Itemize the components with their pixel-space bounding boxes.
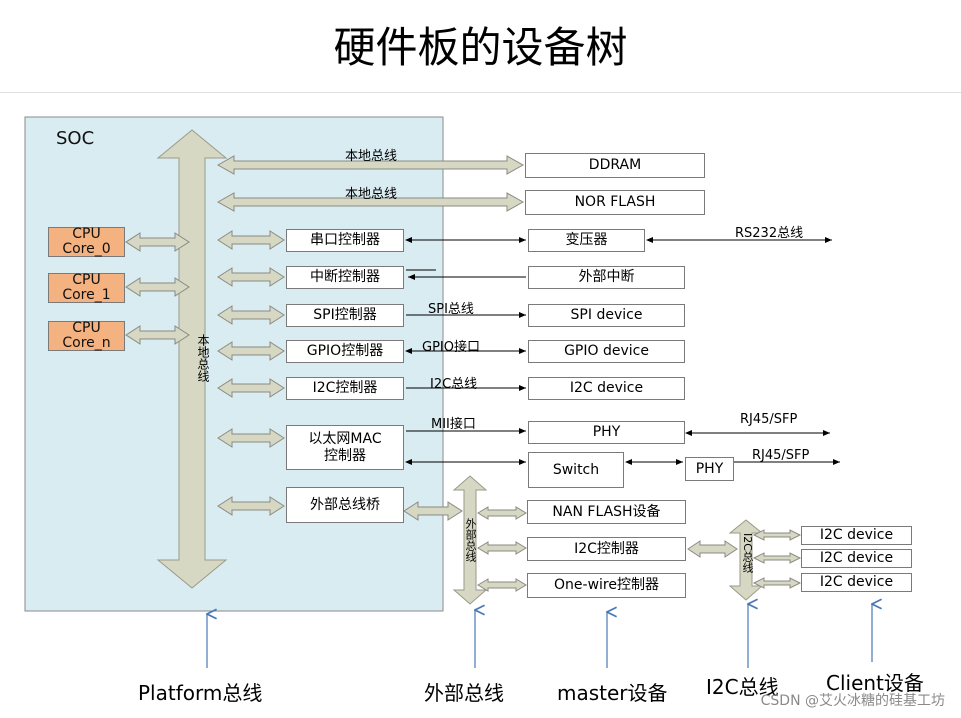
core0-link-arrow bbox=[125, 232, 190, 252]
onewire-controller-box: One-wire控制器 bbox=[527, 573, 686, 598]
client-i2c-device-1: I2C device bbox=[801, 526, 912, 545]
uart-controller: 串口控制器 bbox=[286, 229, 404, 252]
soc-label: SOC bbox=[56, 128, 95, 149]
spi-controller: SPI控制器 bbox=[286, 304, 404, 327]
ddram-bus-arrow bbox=[216, 155, 525, 175]
nan-flash-box: NAN FLASH设备 bbox=[527, 500, 686, 524]
ethernet-mac-controller: 以太网MAC 控制器 bbox=[286, 425, 404, 470]
core1-link-arrow bbox=[125, 277, 190, 297]
external-bus-bridge: 外部总线桥 bbox=[286, 487, 404, 523]
i2c-ctrl-bus-arrow bbox=[687, 540, 738, 558]
interrupt-controller: 中断控制器 bbox=[286, 266, 404, 289]
platform-bus-label: 本地总线 bbox=[196, 334, 210, 382]
client-i2c-device-3: I2C device bbox=[801, 573, 912, 592]
gpio-link-arrow bbox=[217, 341, 285, 361]
i2c-bus-vertical-label: I2C总线 bbox=[741, 533, 754, 573]
gpio-device-box: GPIO device bbox=[528, 340, 685, 363]
ddram-box: DDRAM bbox=[525, 153, 705, 178]
spi-bus-label: SPI总线 bbox=[428, 302, 474, 317]
title-divider bbox=[0, 92, 961, 93]
nor-flash-box: NOR FLASH bbox=[525, 190, 705, 215]
cpu-core-1: CPU Core_1 bbox=[48, 273, 125, 303]
local-bus-label-2: 本地总线 bbox=[345, 187, 398, 202]
transformer-box: 变压器 bbox=[528, 229, 645, 252]
spi-link-arrow bbox=[217, 305, 285, 325]
client2-link-arrow bbox=[752, 552, 802, 564]
gpio-port-label: GPIO接口 bbox=[422, 340, 480, 355]
external-bus-arrow bbox=[452, 475, 488, 605]
cpu-core-n: CPU Core_n bbox=[48, 321, 125, 351]
client-device-caption: Client设备 bbox=[826, 671, 924, 695]
i2c-bus-label: I2C总线 bbox=[430, 377, 478, 392]
phy-box: PHY bbox=[528, 421, 685, 444]
external-bus-vertical-label: 外部总线 bbox=[464, 518, 477, 562]
platform-bus-caption: Platform总线 bbox=[138, 681, 263, 705]
watermark: CSDN @艾火冰糖的硅基工坊 bbox=[760, 693, 945, 709]
platform-bus-arrow bbox=[156, 129, 228, 589]
rs232-label: RS232总线 bbox=[735, 226, 804, 241]
client-i2c-device-2: I2C device bbox=[801, 549, 912, 568]
cpu-core-0: CPU Core_0 bbox=[48, 227, 125, 257]
coren-link-arrow bbox=[125, 325, 190, 345]
client3-link-arrow bbox=[752, 577, 802, 589]
switch-box: Switch bbox=[528, 452, 624, 488]
intc-link-arrow bbox=[217, 267, 285, 287]
i2c-bus-arrow bbox=[728, 519, 764, 601]
gpio-controller: GPIO控制器 bbox=[286, 340, 404, 363]
external-interrupt-box: 外部中断 bbox=[528, 266, 685, 289]
mii-label: MII接口 bbox=[431, 417, 476, 432]
page-title: 硬件板的设备树 bbox=[333, 23, 628, 72]
spi-device-box: SPI device bbox=[528, 304, 685, 327]
uart-link-arrow bbox=[217, 230, 285, 250]
nor-bus-arrow bbox=[216, 192, 525, 212]
phy2-box: PHY bbox=[685, 457, 734, 481]
i2c-device-box: I2C device bbox=[528, 377, 685, 400]
client1-link-arrow bbox=[752, 529, 802, 541]
rj45-label-1: RJ45/SFP bbox=[740, 412, 798, 427]
rj45-label-2: RJ45/SFP bbox=[752, 448, 810, 463]
local-bus-label-1: 本地总线 bbox=[345, 149, 398, 164]
mac-link-arrow bbox=[217, 428, 285, 448]
onewire-link-arrow bbox=[477, 578, 527, 592]
i2c-master-controller-box: I2C控制器 bbox=[527, 537, 686, 561]
i2c-bus-caption: I2C总线 bbox=[706, 675, 779, 699]
i2c-link-arrow bbox=[217, 378, 285, 398]
bridge-link-arrow bbox=[217, 496, 285, 516]
i2c-controller: I2C控制器 bbox=[286, 377, 404, 400]
extbus-i2c-link-arrow bbox=[477, 541, 527, 555]
master-device-caption: master设备 bbox=[557, 681, 668, 705]
bridge-extbus-arrow bbox=[403, 501, 463, 521]
nan-link-arrow bbox=[477, 506, 527, 520]
external-bus-caption: 外部总线 bbox=[424, 681, 504, 705]
